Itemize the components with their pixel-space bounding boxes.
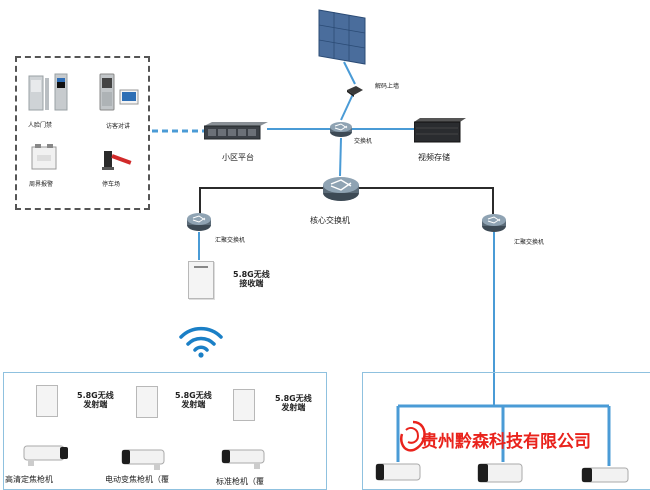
wireless-receiver-icon: [188, 261, 214, 299]
camera-label-1: 电动变焦枪机（覆: [105, 475, 169, 484]
bullet-camera-icon: [220, 446, 270, 470]
decoder-icon: [346, 82, 364, 97]
core-switch-icon: [322, 174, 360, 202]
agg-switch-left-icon: [186, 212, 212, 232]
camera-label-0: 高清定焦枪机: [5, 475, 53, 484]
platform-label: 小区平台: [222, 153, 254, 162]
transmitter-label-2: 5.8G无线 发射端: [275, 394, 312, 413]
receiver-label: 5.8G无线 接收端: [233, 270, 270, 289]
decoder-wall-label: 解码上墙: [375, 83, 400, 90]
subsystem-label-1: 访客对讲: [106, 123, 131, 130]
wireless-transmitter-icon: [36, 385, 58, 417]
subsystem-panel: [15, 56, 150, 210]
wireless-transmitter-icon: [233, 389, 255, 421]
agg-right-label: 汇聚交换机: [514, 239, 545, 246]
agg-left-label: 汇聚交换机: [215, 237, 246, 244]
switch-top-icon: [329, 120, 353, 138]
video-wall-icon: [317, 6, 367, 66]
platform-server-icon: [203, 122, 268, 140]
agg-switch-right-icon: [481, 213, 507, 233]
bullet-camera-icon: [120, 446, 170, 472]
subsystem-label-0: 人脸门禁: [28, 122, 53, 129]
bullet-camera-icon: [476, 460, 528, 486]
intercom-icon: [98, 72, 142, 112]
face-gate-icon: [27, 72, 71, 112]
transmitter-label-0: 5.8G无线 发射端: [77, 391, 114, 410]
watermark: 贵州黔森科技有限公司: [421, 432, 591, 452]
bullet-camera-icon: [580, 464, 636, 486]
parking-barrier-icon: [100, 145, 134, 173]
bullet-camera-icon: [374, 458, 426, 486]
video-storage-icon: [413, 118, 466, 144]
watermark-logo-icon: [398, 420, 428, 454]
switch-top-label: 交换机: [354, 138, 373, 145]
subsystem-label-3: 停车场: [102, 181, 121, 188]
alarm-host-icon: [29, 143, 59, 173]
wireless-transmitter-icon: [136, 386, 158, 418]
wifi-icon: [177, 323, 225, 359]
camera-label-2: 标准枪机（覆: [216, 477, 264, 486]
bullet-camera-icon: [22, 442, 70, 468]
storage-label: 视频存储: [418, 153, 450, 162]
subsystem-label-2: 周界报警: [29, 181, 54, 188]
transmitter-label-1: 5.8G无线 发射端: [175, 391, 212, 410]
core-switch-label: 核心交换机: [310, 216, 350, 225]
